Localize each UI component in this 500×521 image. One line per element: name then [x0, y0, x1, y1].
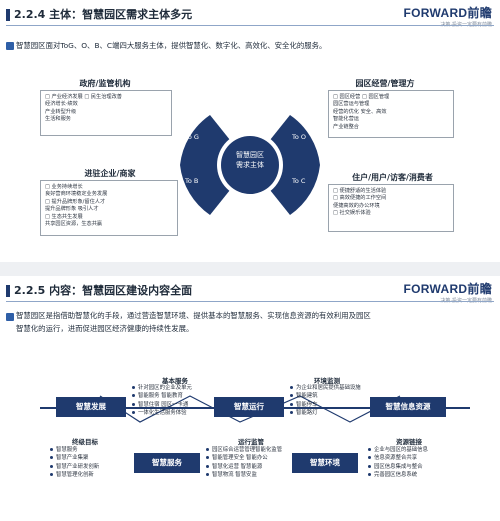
center-label-line2: 需求主体	[236, 161, 264, 169]
gov-row: 经济增长·绩效	[45, 101, 78, 108]
gov-box: □ 产业经济发展 □ 民生治理改善 经济增长·绩效 产业转型升级 生活和服务	[40, 90, 172, 136]
subject-circle-diagram	[180, 95, 320, 215]
gov-title: 政府/监管机构	[79, 79, 131, 88]
run-item: 智能管理安全 智能办公	[206, 454, 282, 462]
slide-intro: 智慧园区面对ToG、O、B、C端四大服务主体，提供智慧化、数字化、高效化、安全化…	[16, 41, 327, 50]
goal-item: 智慧产业集聚	[50, 454, 99, 462]
gov-row: 生活和服务	[45, 116, 71, 123]
resource-item: 完善园区信息系统	[368, 471, 428, 479]
slide-content: 2.2.5 内容：智慧园区建设内容全面 FORWARD前瞻 决策·投资一定要有前…	[0, 276, 500, 521]
header-accent-bar	[6, 285, 10, 297]
enterprise-row: 提升品牌形象 吸引人才	[45, 206, 99, 213]
header-divider	[6, 301, 494, 302]
enterprise-row: □ 提升品牌形象/留住人才	[45, 198, 106, 205]
resident-box: □ 便捷舒适的生活体验 □ 高效便捷的工作空间 便捷高效的办公环境 □ 社交娱乐…	[328, 184, 454, 232]
bullet-icon	[6, 313, 14, 321]
resource-item: 信息资源整合共享	[368, 454, 428, 462]
slide-header: 2.2.4 主体：智慧园区需求主体多元 FORWARD前瞻 决策·投资一定要有前…	[0, 0, 500, 28]
center-circle	[221, 136, 279, 194]
header-accent-bar	[6, 9, 10, 21]
slide-subjects: 2.2.4 主体：智慧园区需求主体多元 FORWARD前瞻 决策·投资一定要有前…	[0, 0, 500, 236]
ops-box: □ 园区经营 □ 园区管理 园区营运与管理 经营的优化 安全、高效 智能化营运 …	[328, 90, 454, 138]
intro-line: 智慧化的运行，进而促进园区经济健康的持续性发展。	[16, 324, 194, 333]
env-title: 环境监测	[314, 377, 340, 385]
slide-title: 2.2.5 内容：智慧园区建设内容全面	[14, 284, 193, 297]
resource-list: 企业与园区的基础信息 信息资源整合共享 园区信息集成与整合 完善园区信息系统	[368, 446, 428, 480]
block-ops: 智慧运行	[214, 397, 284, 417]
env-item: 为企业和居民提供基础设施	[290, 384, 361, 392]
goal-item: 智慧管理化创新	[50, 471, 99, 479]
quadrant-tc-label: To C	[292, 177, 306, 185]
enterprise-box: □ 业务持续增长 良好营商环境稳定业务发展 □ 提升品牌形象/留住人才 提升品牌…	[40, 180, 178, 236]
center-label-line1: 智慧园区	[236, 151, 264, 159]
brand-name: FORWARD前瞻	[403, 282, 492, 296]
block-service: 智慧服务	[134, 453, 200, 473]
block-info: 智慧信息资源	[370, 397, 446, 417]
brand-name: FORWARD前瞻	[403, 6, 492, 20]
run-item: 园区综合运营管理智能化监管	[206, 446, 282, 454]
resident-row: □ 便捷舒适的生活体验	[333, 188, 387, 194]
basic-list: 针对园区的企业及单元 智能服务 智能教育 智慧住宿 园区一卡通 一体化生活服务体…	[132, 384, 192, 418]
block-dev: 智慧发展	[56, 397, 126, 417]
slide-intro: 智慧园区是指借助智慧化的手段，通过营造智慧环境、提供基本的智慧服务、实现信息资源…	[16, 309, 496, 335]
goal-list: 智慧服务 智慧产业集聚 智慧产业研发创新 智慧管理化创新	[50, 446, 99, 480]
enterprise-row: 共享园区资源，生态共赢	[45, 221, 103, 228]
ops-row: 园区营运与管理	[333, 101, 370, 108]
goal-item: 智慧服务	[50, 446, 99, 454]
resource-item: 企业与园区的基础信息	[368, 446, 428, 454]
ops-row: 智能化营运	[333, 116, 359, 123]
run-item: 智慧物流 智慧安监	[206, 471, 282, 479]
slide-header: 2.2.5 内容：智慧园区建设内容全面 FORWARD前瞻 决策·投资一定要有前…	[0, 276, 500, 304]
gov-row: □ 产业经济发展 □ 民生治理改善	[45, 94, 122, 100]
ops-row: □ 园区经营 □ 园区管理	[333, 94, 390, 100]
run-list: 园区综合运营管理智能化监管 智能管理安全 智能办公 智慧化运营 智慧能源 智慧物…	[206, 446, 282, 480]
env-item: 智能路灯	[290, 409, 361, 417]
resident-row: □ 社交娱乐体验	[333, 210, 371, 217]
intro-line: 智慧园区是指借助智慧化的手段，通过营造智慧环境、提供基本的智慧服务、实现信息资源…	[16, 311, 371, 320]
ops-row: 经营的优化 安全、高效	[333, 108, 387, 115]
basic-title: 基本服务	[162, 377, 188, 385]
goal-item: 智慧产业研发创新	[50, 463, 99, 471]
resident-row: □ 高效便捷的工作空间	[333, 195, 387, 202]
run-title: 运行监管	[238, 438, 264, 446]
header-divider	[6, 25, 494, 26]
slide-separator	[0, 262, 500, 276]
resource-title: 资源链接	[396, 438, 422, 446]
ops-title: 园区经营/管理方	[355, 79, 415, 88]
env-item: 智能建筑	[290, 392, 361, 400]
gov-row: 产业转型升级	[45, 108, 77, 115]
enterprise-title: 进驻企业/商家	[84, 169, 136, 178]
slide-title: 2.2.4 主体：智慧园区需求主体多元	[14, 8, 193, 21]
enterprise-row: □ 业务持续增长	[45, 184, 83, 190]
basic-item: 针对园区的企业及单元	[132, 384, 192, 392]
env-list: 为企业和居民提供基础设施 智能建筑 智能停车 智能路灯	[290, 384, 361, 418]
quadrant-to-label: To O	[292, 133, 307, 141]
basic-item: 一体化生活服务体验	[132, 409, 192, 417]
env-item: 智能停车	[290, 401, 361, 409]
bullet-icon	[6, 42, 14, 50]
goal-title: 终级目标	[72, 438, 98, 446]
ops-row: 产业链整合	[333, 123, 359, 130]
resident-row: 便捷高效的办公环境	[333, 202, 380, 209]
enterprise-row: 良好营商环境稳定业务发展	[45, 191, 108, 198]
run-item: 智慧化运营 智慧能源	[206, 463, 282, 471]
basic-item: 智慧住宿 园区一卡通	[132, 401, 192, 409]
enterprise-row: □ 生态共生发展	[45, 213, 83, 220]
center-label: 智慧园区 需求主体	[218, 150, 282, 170]
quadrant-tg-label: To G	[185, 133, 199, 141]
resident-title: 住户/用户/访客/消费者	[352, 173, 433, 182]
basic-item: 智能服务 智能教育	[132, 392, 192, 400]
resource-item: 园区信息集成与整合	[368, 463, 428, 471]
quadrant-tb-label: To B	[185, 177, 199, 185]
block-env: 智慧环境	[292, 453, 358, 473]
